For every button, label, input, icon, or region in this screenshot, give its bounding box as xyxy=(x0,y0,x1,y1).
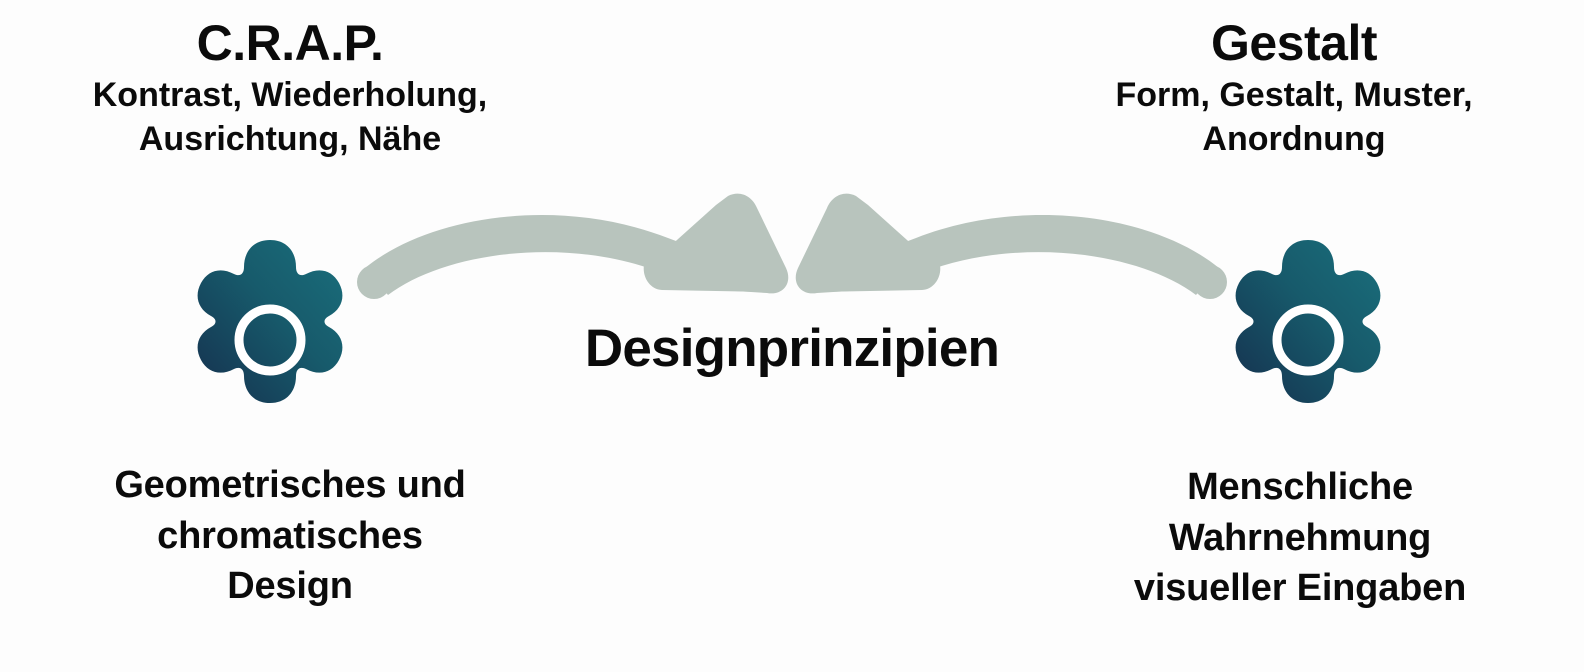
gear-icon xyxy=(1235,240,1381,403)
right-title: Gestalt xyxy=(1210,15,1378,71)
arrow-left-to-center xyxy=(357,193,789,299)
right-subtitle-line-2: Anordnung xyxy=(1202,120,1386,159)
left-caption-line-3: Design xyxy=(227,565,353,608)
left-caption-line-1: Geometrisches und xyxy=(114,464,466,506)
left-subtitle-line-1: Kontrast, Wiederholung, xyxy=(92,76,488,114)
gear-icon xyxy=(197,240,343,403)
left-caption-line-2: chromatisches xyxy=(157,514,423,557)
left-gear xyxy=(160,236,380,444)
gear-hub-ring xyxy=(1272,304,1344,376)
right-caption-line-3: visueller Eingaben xyxy=(1133,567,1467,610)
right-gear xyxy=(1198,236,1418,444)
gear-hub-ring xyxy=(234,304,306,376)
left-subtitle-line-2: Ausrichtung, Nähe xyxy=(138,120,442,159)
left-caption: Geometrisches und chromatisches Design xyxy=(10,460,570,612)
right-caption-line-1: Menschliche xyxy=(1187,466,1413,508)
left-column: C.R.A.P. Kontrast, Wiederholung, Ausrich… xyxy=(0,0,580,161)
left-subtitle: Kontrast, Wiederholung, Ausrichtung, Näh… xyxy=(0,73,580,161)
right-column: Gestalt Form, Gestalt, Muster, Anordnung xyxy=(1004,0,1584,161)
right-subtitle-line-1: Form, Gestalt, Muster, xyxy=(1115,76,1473,114)
arrow-right-to-center xyxy=(795,193,1227,299)
right-caption-line-2: Wahrnehmung xyxy=(1168,516,1432,559)
right-caption: Menschliche Wahrnehmung visueller Eingab… xyxy=(1020,462,1580,614)
center-label: Designprinzipien xyxy=(584,319,1000,378)
left-title: C.R.A.P. xyxy=(196,15,384,71)
right-subtitle: Form, Gestalt, Muster, Anordnung xyxy=(1004,73,1584,161)
